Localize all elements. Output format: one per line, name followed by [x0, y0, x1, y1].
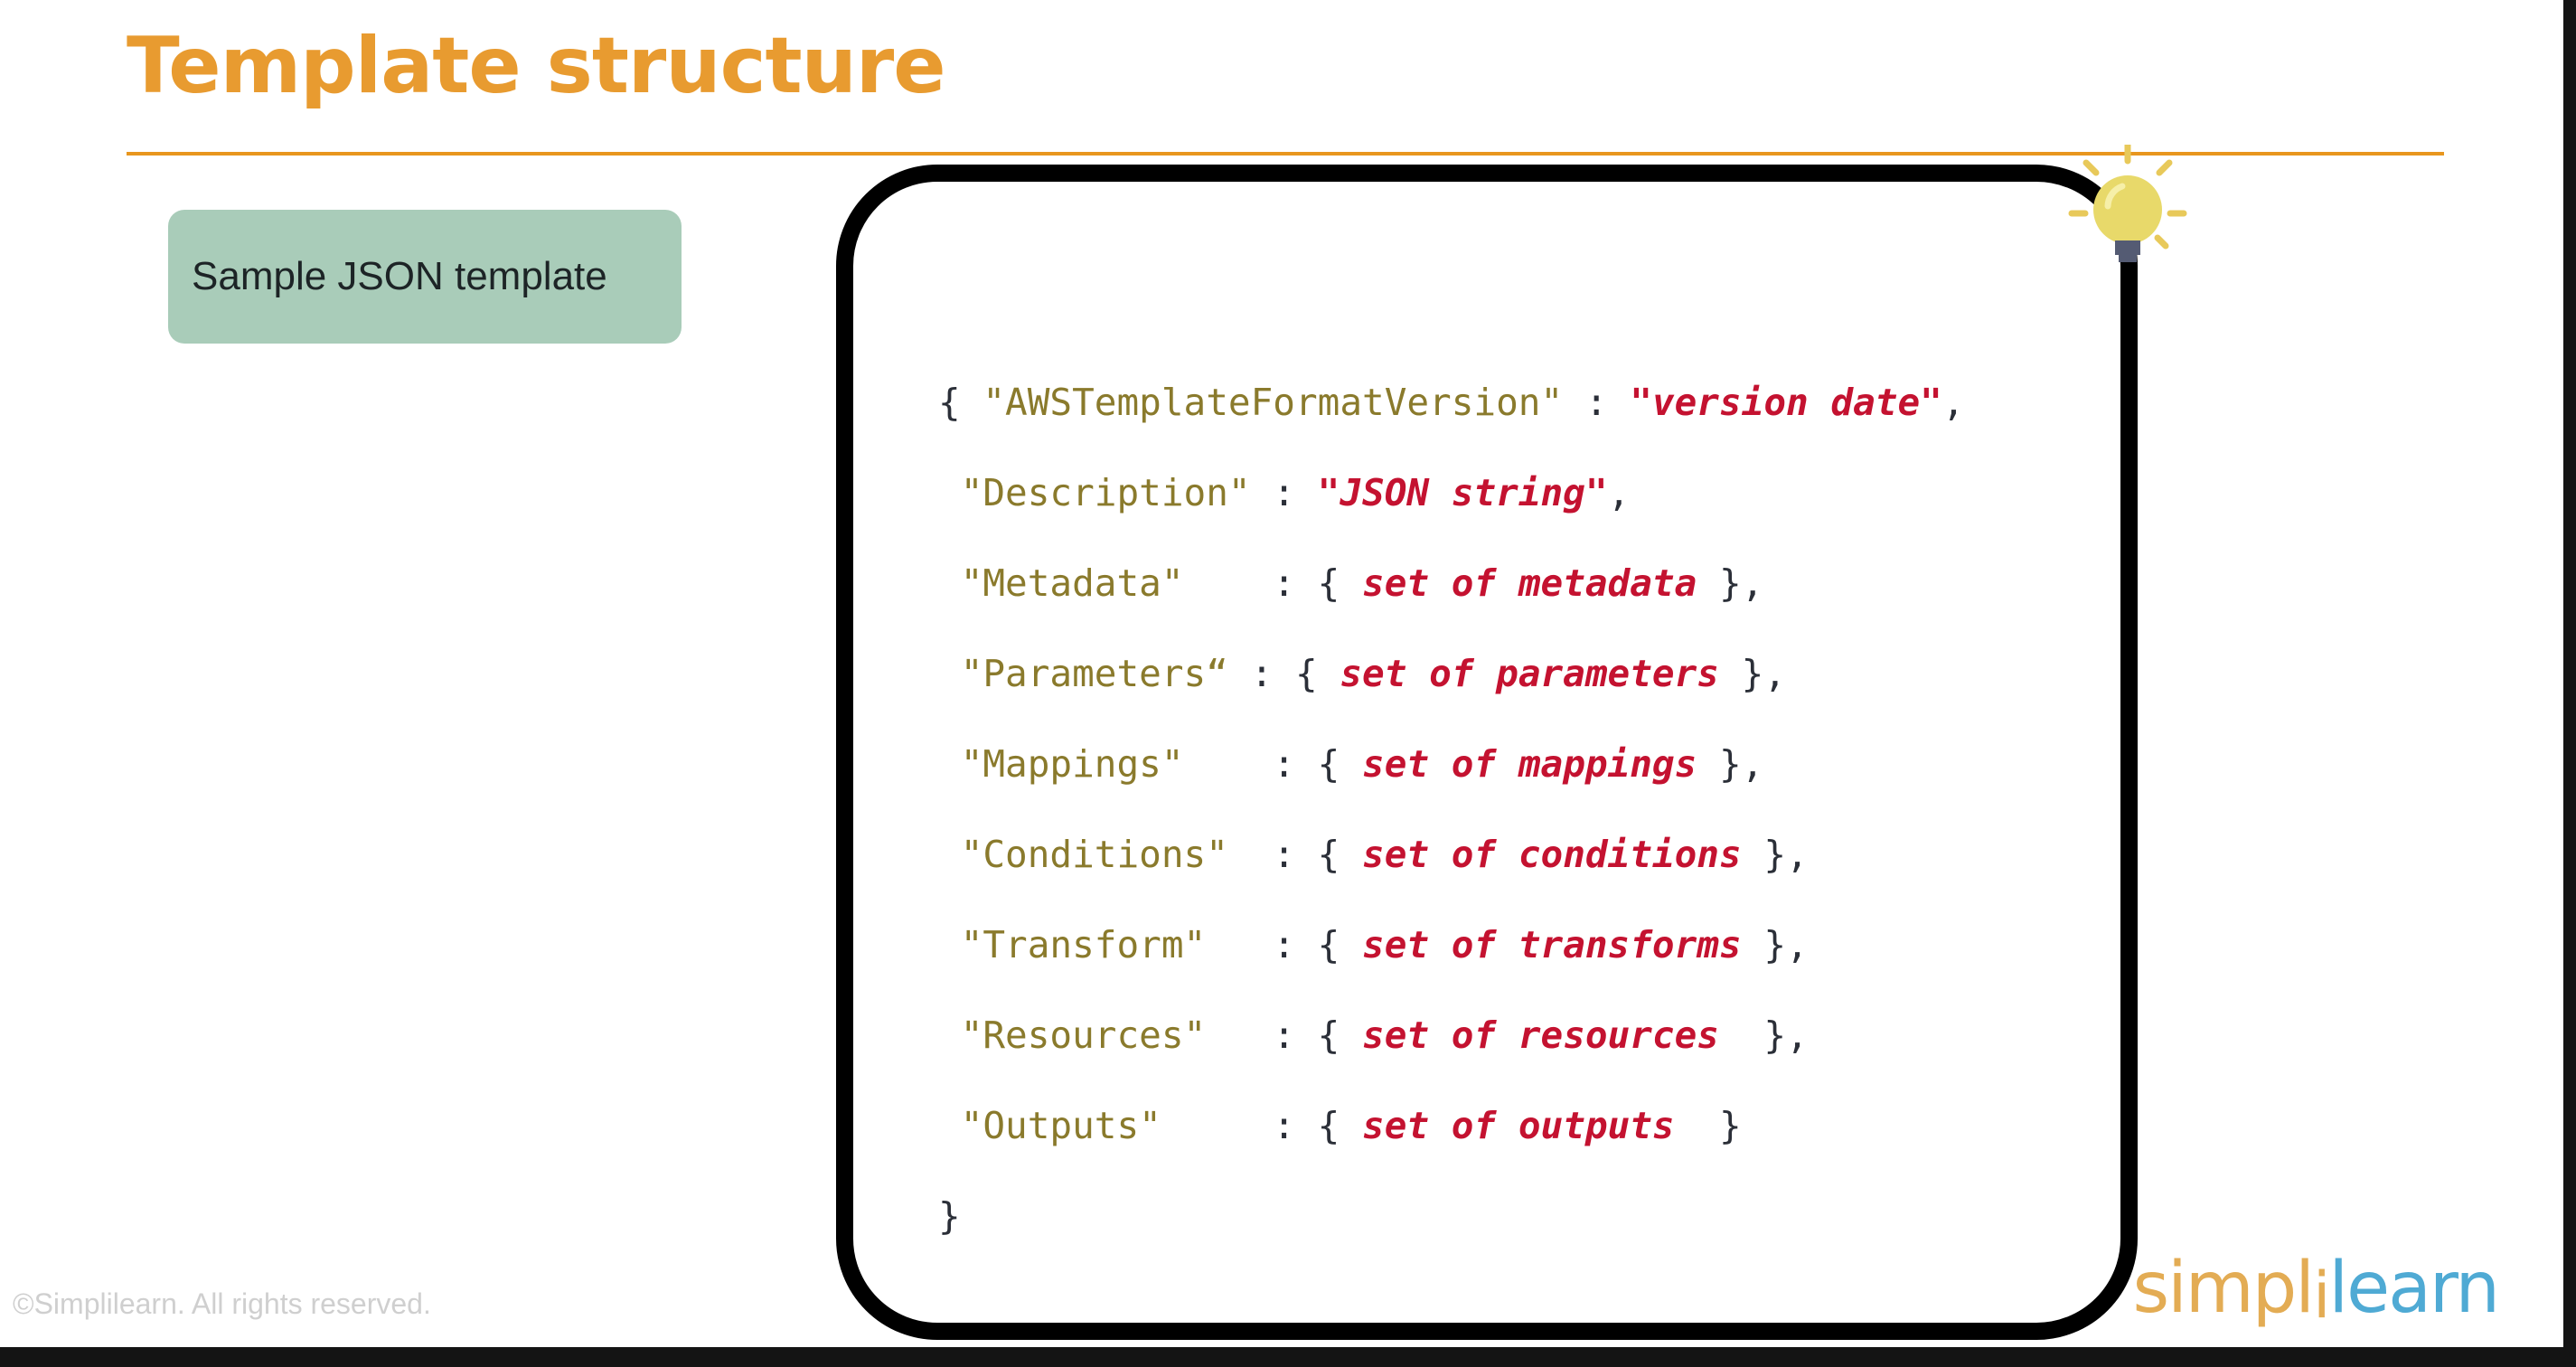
logo-part-b: learn [2328, 1248, 2500, 1329]
page-title: Template structure [127, 21, 946, 111]
code-pad [1228, 833, 1273, 876]
code-line: "Metadata" : { set of metadata }, [938, 538, 1965, 628]
title-divider-rule [127, 152, 2444, 156]
code-open-brace: { [938, 381, 983, 424]
code-key: "Description" [960, 471, 1251, 514]
code-indent [938, 652, 961, 695]
code-indent [938, 923, 961, 966]
code-line-tail: }, [1741, 833, 1809, 876]
code-line-tail: }, [1718, 652, 1787, 695]
code-value: JSON string [1340, 471, 1585, 514]
code-value: set of metadata [1362, 561, 1697, 605]
code-colon: : [1584, 381, 1631, 424]
code-line: "Description" : "JSON string", [938, 448, 1965, 538]
code-line-tail: , [1941, 381, 1965, 424]
code-pad [1206, 923, 1273, 966]
simplilearn-logo: simplilearn [2132, 1253, 2500, 1327]
code-pad [1228, 652, 1251, 695]
code-value: set of resources [1362, 1013, 1719, 1057]
code-block-frame [836, 165, 2138, 1340]
logo-separator: i [2312, 1259, 2331, 1333]
lightbulb-icon [2068, 141, 2187, 262]
code-value-quote-close: " [1920, 381, 1942, 424]
code-open-brace: } [938, 1194, 961, 1238]
code-line-tail: }, [1697, 561, 1764, 605]
code-value: version date [1651, 381, 1921, 424]
chip-label: Sample JSON template [192, 253, 607, 298]
right-band [2563, 0, 2576, 1367]
code-key: "Parameters“ [960, 652, 1228, 695]
code-line-tail: }, [1718, 1013, 1809, 1057]
code-line-tail: } [1674, 1104, 1742, 1147]
code-key: "Outputs" [960, 1104, 1161, 1147]
code-pad [1251, 471, 1274, 514]
code-key: "AWSTemplateFormatVersion" [982, 381, 1564, 424]
code-colon: : [1273, 471, 1318, 514]
code-key: "Metadata" [960, 561, 1184, 605]
code-line-tail: , [1607, 471, 1631, 514]
code-colon: : { [1273, 561, 1363, 605]
code-value-quote-open: " [1317, 471, 1340, 514]
code-line: "Mappings" : { set of mappings }, [938, 719, 1965, 809]
code-colon: : { [1273, 1104, 1363, 1147]
code-indent [938, 742, 961, 786]
code-key: "Transform" [960, 923, 1207, 966]
bottom-band [0, 1347, 2576, 1367]
code-colon: : { [1250, 652, 1340, 695]
code-indent [938, 561, 961, 605]
code-value-quote-close: " [1584, 471, 1608, 514]
code-line: "Conditions" : { set of conditions }, [938, 809, 1965, 900]
code-key: "Conditions" [960, 833, 1228, 876]
code-pad [1161, 1104, 1273, 1147]
json-template-code: { "AWSTemplateFormatVersion" : "version … [938, 357, 1965, 1261]
code-value-quote-open: " [1630, 381, 1652, 424]
code-value: set of conditions [1362, 833, 1742, 876]
code-key: "Mappings" [960, 742, 1184, 786]
copyright-text: ©Simplilearn. All rights reserved. [13, 1287, 431, 1320]
code-line: "Resources" : { set of resources }, [938, 990, 1965, 1080]
code-indent [938, 1013, 961, 1057]
code-line: "Parameters“ : { set of parameters }, [938, 628, 1965, 719]
code-value: set of mappings [1362, 742, 1697, 786]
code-pad [1184, 742, 1274, 786]
code-pad [1206, 1013, 1273, 1057]
code-indent [938, 471, 961, 514]
code-pad [1563, 381, 1585, 424]
logo-part-a: simpl [2132, 1248, 2314, 1329]
sample-json-template-chip: Sample JSON template [168, 210, 682, 344]
code-pad [1184, 561, 1274, 605]
code-value: set of transforms [1362, 923, 1742, 966]
code-colon: : { [1273, 742, 1363, 786]
code-line-tail: }, [1741, 923, 1809, 966]
code-line: "Transform" : { set of transforms }, [938, 900, 1965, 990]
code-value: set of outputs [1362, 1104, 1675, 1147]
code-indent [938, 833, 961, 876]
code-line: "Outputs" : { set of outputs } [938, 1080, 1965, 1171]
code-colon: : { [1273, 923, 1363, 966]
code-line: } [938, 1171, 1965, 1261]
code-colon: : { [1273, 833, 1363, 876]
code-line: { "AWSTemplateFormatVersion" : "version … [938, 357, 1965, 448]
code-line-tail: }, [1697, 742, 1764, 786]
code-key: "Resources" [960, 1013, 1207, 1057]
code-colon: : { [1273, 1013, 1363, 1057]
code-value: set of parameters [1340, 652, 1719, 695]
code-indent [938, 1104, 961, 1147]
